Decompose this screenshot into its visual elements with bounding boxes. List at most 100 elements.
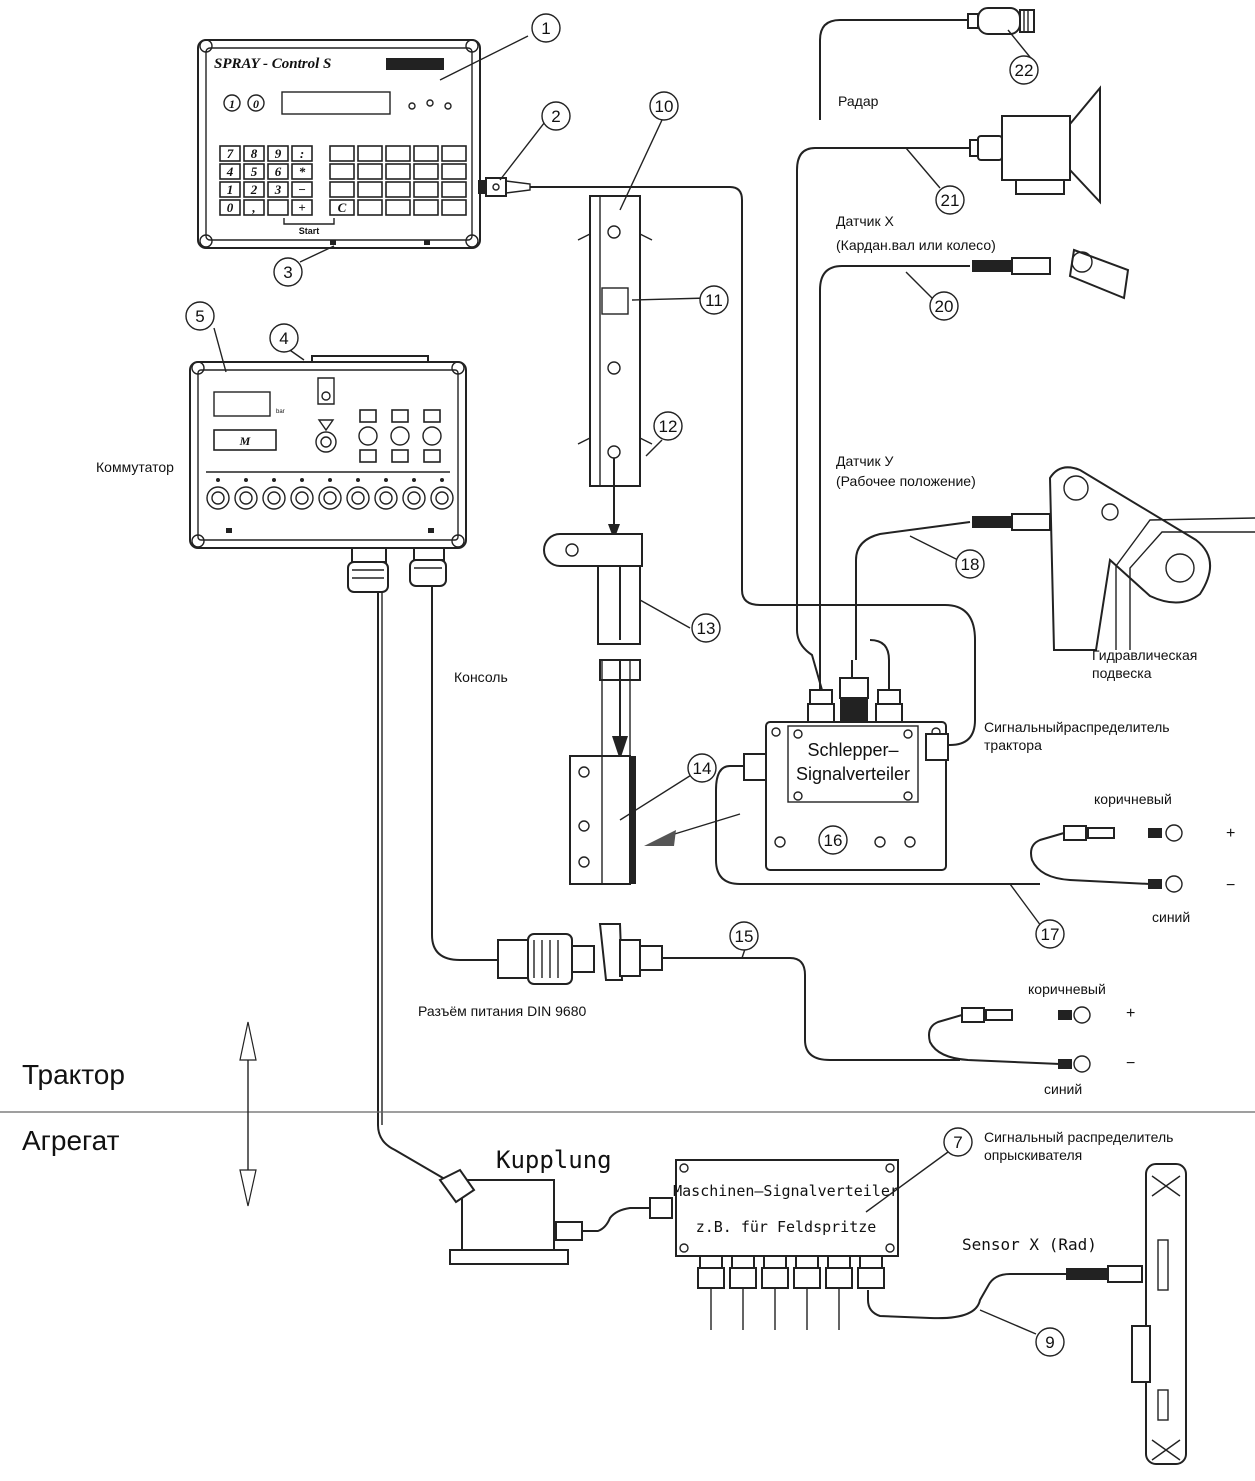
start-label: Start [299, 226, 320, 236]
cable-gland-nut [793, 1267, 821, 1289]
section-toggle[interactable] [262, 486, 286, 510]
cable-gland [763, 1255, 787, 1269]
keypad-key[interactable] [219, 145, 241, 162]
part-number-circle [699, 285, 729, 315]
switchboard-glands [347, 547, 500, 1186]
radar-label: Радар [838, 93, 879, 109]
coupling [438, 1168, 673, 1265]
tractor-signal-distributor: Schlepper– Signalverteiler [715, 677, 1040, 885]
sensor-y-label: Датчик У [836, 453, 894, 469]
rotary-switch[interactable] [390, 426, 410, 446]
section-led [328, 478, 332, 482]
function-key[interactable] [413, 145, 439, 162]
section-toggle[interactable] [346, 486, 370, 510]
section-led [440, 478, 444, 482]
section-toggle[interactable] [206, 486, 230, 510]
keypad-key[interactable] [291, 199, 313, 216]
part-number-label: 4 [279, 329, 288, 348]
keypad-key[interactable] [291, 145, 313, 162]
machine-box-line-1: Maschinen–Signalverteiler [673, 1182, 899, 1200]
function-key[interactable] [329, 163, 355, 180]
section-toggle-center [407, 491, 421, 505]
section-toggle[interactable] [374, 486, 398, 510]
switch-button[interactable] [391, 409, 409, 423]
keypad-key[interactable] [219, 163, 241, 180]
keypad-key[interactable] [219, 199, 241, 216]
function-key[interactable] [385, 145, 411, 162]
cable-gland [827, 1255, 851, 1269]
cable-gland-nut [857, 1267, 885, 1289]
adapter-piece [543, 533, 643, 760]
keypad-key[interactable] [267, 163, 289, 180]
function-key[interactable] [329, 199, 355, 216]
sensor-y [972, 513, 1051, 531]
tractor-distributor-label-1: Сигнальныйраспределитель [984, 719, 1170, 735]
keypad-key[interactable] [267, 199, 289, 216]
part-number-label: 9 [1045, 1333, 1054, 1352]
plus-label-2: + [1126, 1005, 1135, 1022]
function-key[interactable] [385, 163, 411, 180]
keypad-key[interactable] [243, 199, 265, 216]
power-off-button[interactable] [247, 94, 265, 112]
function-key[interactable] [329, 145, 355, 162]
function-key[interactable] [441, 145, 467, 162]
switch-button[interactable] [423, 449, 441, 463]
section-toggle[interactable] [402, 486, 426, 510]
part-number-label: 15 [735, 927, 754, 946]
section-toggle-center [435, 491, 449, 505]
svg-text:1: 1 [229, 97, 235, 111]
part-number-circle [955, 549, 985, 579]
part-number-circle [935, 185, 965, 215]
function-key[interactable] [329, 181, 355, 198]
function-key[interactable] [385, 199, 411, 216]
keypad-key[interactable] [291, 163, 313, 180]
keypad-key-label: , [251, 200, 255, 215]
function-key[interactable] [357, 145, 383, 162]
mounting-bracket [577, 195, 653, 540]
part-number-circle [1035, 919, 1065, 949]
tractor-box-line-2: Signalverteiler [796, 764, 910, 784]
cable-gland-nut [729, 1267, 757, 1289]
part-number-label: 18 [961, 555, 980, 574]
rotary-switch[interactable] [358, 426, 378, 446]
keypad-key[interactable] [243, 145, 265, 162]
part-number-label: 7 [953, 1133, 962, 1152]
part-number-circle [531, 13, 561, 43]
svg-text:0: 0 [253, 97, 259, 111]
keypad-key[interactable] [267, 145, 289, 162]
switch-button[interactable] [359, 409, 377, 423]
keypad-key[interactable] [219, 181, 241, 198]
brown-wire-label-2: коричневый [1028, 981, 1106, 997]
keypad-key[interactable] [291, 181, 313, 198]
rotary-switch[interactable] [422, 426, 442, 446]
section-led [244, 478, 248, 482]
part-number-circle [1009, 55, 1039, 85]
keypad-key[interactable] [267, 181, 289, 198]
hydraulic-label-2: подвеска [1092, 665, 1152, 681]
power-on-button[interactable] [223, 94, 241, 112]
function-key[interactable] [385, 181, 411, 198]
function-key[interactable] [357, 163, 383, 180]
section-toggle[interactable] [234, 486, 258, 510]
minus-label-2: − [1126, 1055, 1135, 1072]
function-key[interactable] [357, 181, 383, 198]
function-key[interactable] [441, 181, 467, 198]
switch-button[interactable] [391, 449, 409, 463]
function-key[interactable] [357, 199, 383, 216]
section-toggle[interactable] [318, 486, 342, 510]
keypad-key[interactable] [243, 181, 265, 198]
function-key[interactable] [441, 163, 467, 180]
function-key[interactable] [441, 199, 467, 216]
switch-button[interactable] [423, 409, 441, 423]
function-key[interactable] [413, 181, 439, 198]
sensor-rad-label: Sensor X (Rad) [962, 1235, 1097, 1254]
function-key[interactable] [413, 199, 439, 216]
machine-distributor-caption-2: опрыскивателя [984, 1147, 1082, 1163]
function-key[interactable] [413, 163, 439, 180]
keypad-key[interactable] [243, 163, 265, 180]
section-toggle[interactable] [290, 486, 314, 510]
section-toggle[interactable] [430, 486, 454, 510]
section-toggle-center [351, 491, 365, 505]
switch-button[interactable] [359, 449, 377, 463]
